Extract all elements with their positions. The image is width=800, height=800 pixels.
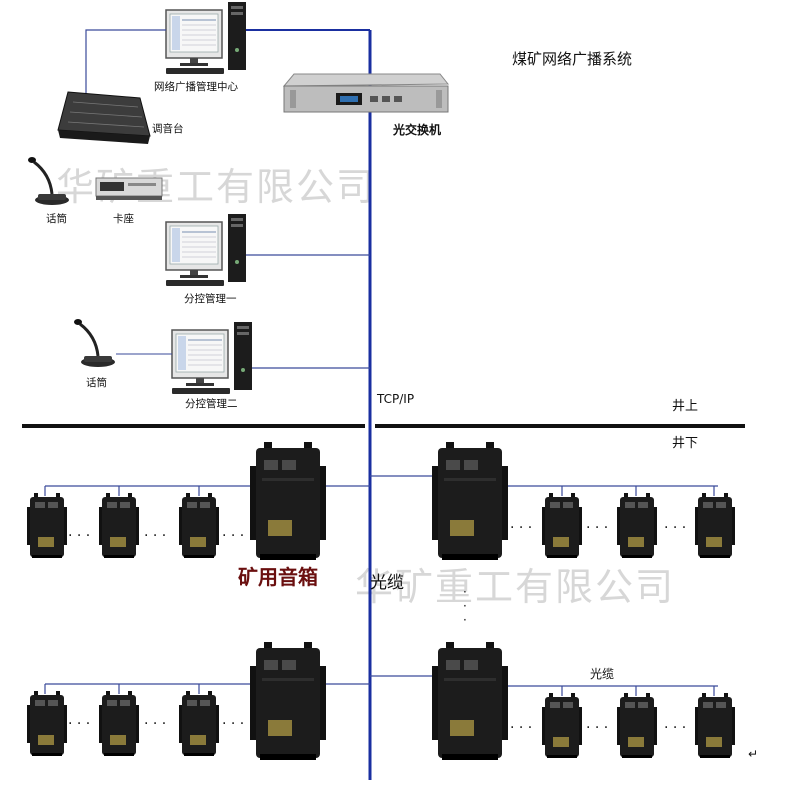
ellipsis: · · · [144, 528, 166, 544]
mining-speaker-small-icon [617, 693, 657, 758]
ellipsis: · · · [510, 720, 532, 736]
fiber-cable-label: 光缆 [590, 667, 614, 681]
diagram-title: 煤矿网络广播系统 [512, 50, 632, 68]
computer-icon [165, 1, 247, 75]
cassette-deck-icon [95, 177, 163, 200]
mining-speaker-label: 矿用音箱 [238, 565, 318, 589]
audio-mixer-icon [57, 91, 151, 144]
computer-icon [171, 321, 253, 395]
microphone-label: 话筒 [46, 212, 67, 225]
return-mark: ↵ [748, 747, 758, 761]
fiber-cable-label: 光缆 [370, 573, 404, 593]
mining-speaker-large-icon [432, 642, 508, 760]
ellipsis: · · · [510, 520, 532, 536]
mining-speaker-large-icon [432, 442, 508, 560]
ellipsis: · · · [68, 716, 90, 732]
mining-speaker-small-icon [179, 691, 219, 756]
branch-control-1-label: 分控管理一 [184, 292, 237, 305]
mixer-label: 调音台 [152, 122, 184, 135]
cassette-deck-label: 卡座 [113, 212, 134, 225]
vertical-ellipsis: · [463, 585, 467, 599]
mining-speaker-large-icon [250, 442, 326, 560]
mining-speaker-small-icon [695, 493, 735, 558]
mining-speaker-large-icon [250, 642, 326, 760]
mining-speaker-small-icon [99, 493, 139, 558]
protocol-label: TCP/IP [376, 392, 414, 406]
management-center-label: 网络广播管理中心 [154, 80, 238, 93]
center-to-mixer-line [85, 29, 166, 95]
mining-speaker-small-icon [542, 693, 582, 758]
vertical-ellipsis: · [463, 613, 467, 627]
branch-control-2-label: 分控管理二 [185, 397, 238, 410]
mining-speaker-small-icon [27, 493, 67, 558]
mining-speaker-small-icon [695, 693, 735, 758]
ellipsis: · · · [68, 528, 90, 544]
gooseneck-microphone-icon [72, 317, 117, 369]
ellipsis: · · · [664, 720, 686, 736]
ellipsis: · · · [664, 520, 686, 536]
computer-icon [165, 213, 247, 287]
mining-speaker-small-icon [542, 493, 582, 558]
mining-speaker-small-icon [179, 493, 219, 558]
rack-switch-icon [282, 73, 450, 113]
mining-speaker-small-icon [617, 493, 657, 558]
ellipsis: · · · [144, 716, 166, 732]
vertical-ellipsis: · [463, 599, 467, 613]
underground-label: 井下 [672, 436, 698, 451]
ellipsis: · · · [586, 720, 608, 736]
ellipsis: · · · [586, 520, 608, 536]
optical-switch-label: 光交换机 [392, 122, 441, 137]
ellipsis: · · · [222, 528, 244, 544]
mining-speaker-small-icon [27, 691, 67, 756]
above-ground-label: 井上 [672, 399, 698, 414]
watermark-lower: 华矿重工有限公司 [355, 565, 675, 609]
mining-speaker-small-icon [99, 691, 139, 756]
ellipsis: · · · [222, 716, 244, 732]
microphone-label: 话筒 [86, 376, 107, 389]
